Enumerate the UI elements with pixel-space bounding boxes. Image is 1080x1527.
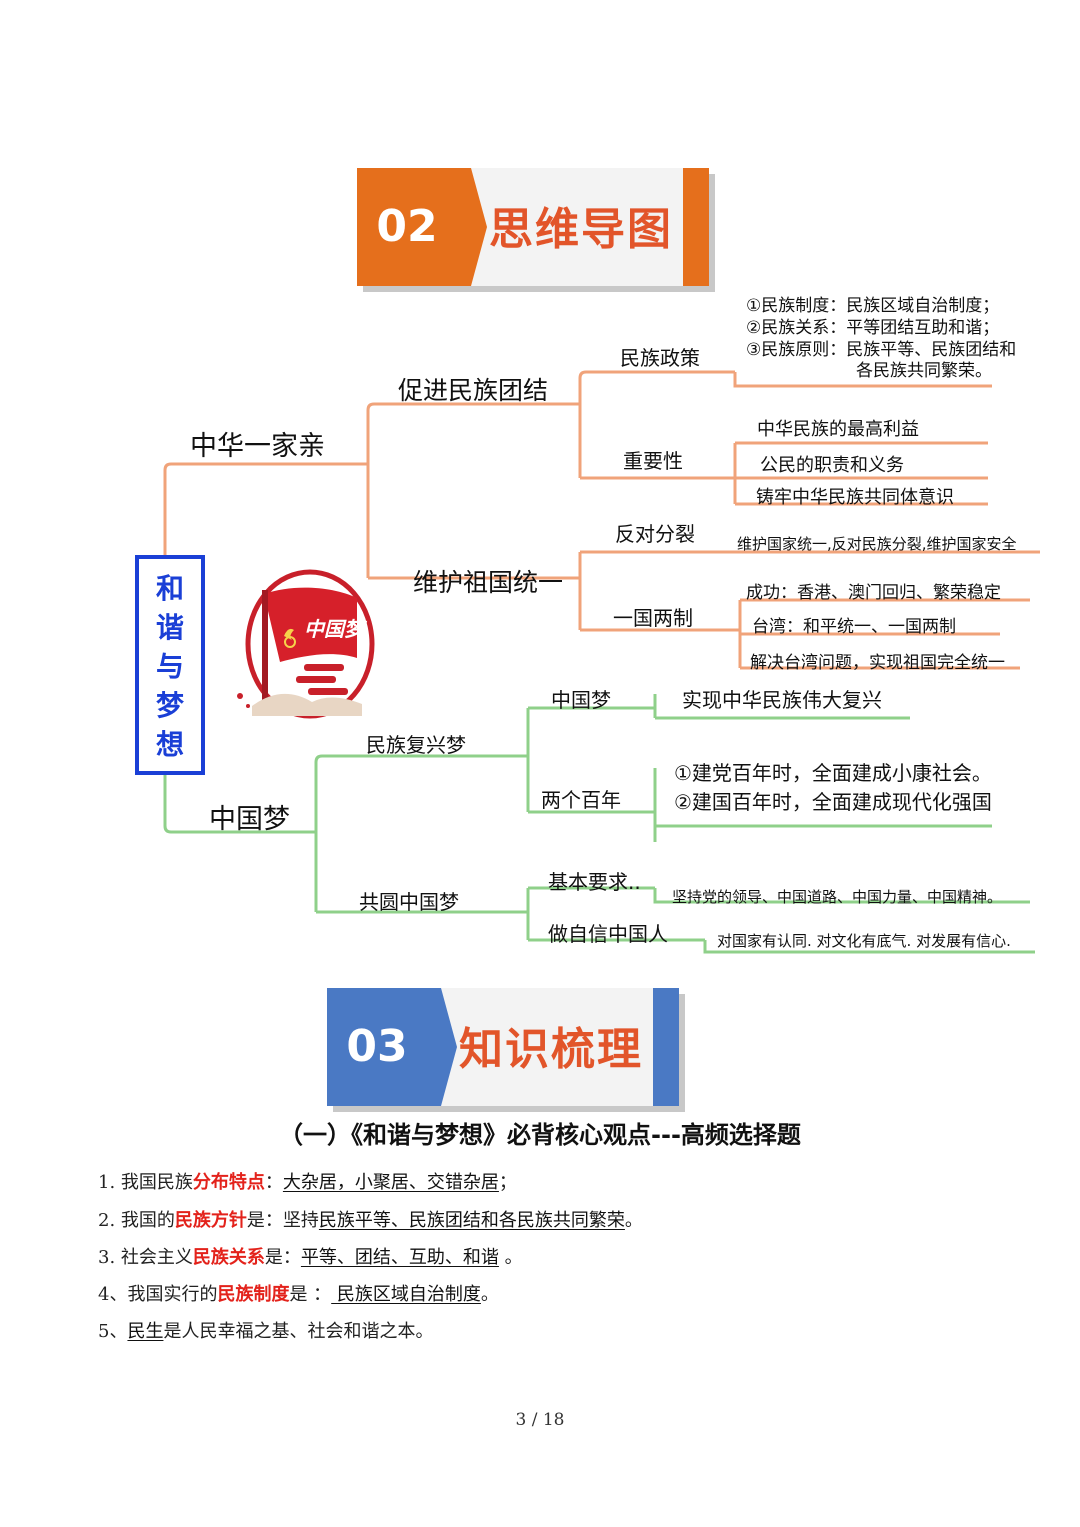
confident-text: 对国家有认同. 对文化有底气. 对发展有信心.	[717, 930, 1011, 951]
knowledge-heading: （一）《和谐与梦想》必背核心观点---高频选择题	[0, 1115, 1080, 1150]
section-title: 知识梳理	[459, 988, 643, 1106]
node-promote-unity: 促进民族团结	[398, 371, 548, 407]
oppose-text: 维护国家统一,反对民族分裂,维护国家安全	[737, 533, 1017, 554]
root-char: 梦	[139, 686, 201, 725]
importance-item-2: 公民的职责和义务	[760, 451, 904, 477]
branch-china-dream: 中国梦	[209, 797, 290, 836]
node-two-centenaries: 两个百年	[541, 784, 621, 813]
two-systems-item-1: 成功：香港、澳门回归、繁荣稳定	[746, 578, 1001, 603]
root-char: 想	[139, 725, 201, 764]
root-char: 谐	[139, 608, 201, 647]
knowledge-item: 3. 社会主义民族关系是：平等、团结、互助、和谐 。	[98, 1243, 523, 1269]
two-systems-item-2: 台湾：和平统一、一国两制	[752, 612, 956, 637]
node-safeguard-unification: 维护祖国统一	[413, 563, 563, 599]
centenary-item-2: ②建国百年时，全面建成现代化强国	[674, 786, 992, 815]
knowledge-item: 1. 我国民族分布特点：大杂居，小聚居、交错杂居；	[98, 1168, 517, 1194]
importance-item-1: 中华民族的最高利益	[757, 415, 919, 441]
page-number: 3 / 18	[0, 1410, 1080, 1430]
section-banner-knowledge: 03 知识梳理	[327, 988, 679, 1106]
section-number: 03	[327, 988, 427, 1106]
root-char: 和	[139, 569, 201, 608]
root-char: 与	[139, 647, 201, 686]
node-rejuvenation-dream: 民族复兴梦	[366, 729, 466, 758]
svg-text:中国梦: 中国梦	[304, 617, 368, 641]
node-confident-chinese: 做自信中国人	[548, 918, 668, 947]
branch-chinese-family: 中华一家亲	[190, 424, 325, 463]
node-share-dream: 共圆中国梦	[359, 886, 459, 915]
dream-text: 实现中华民族伟大复兴	[682, 684, 882, 713]
importance-item-3: 铸牢中华民族共同体意识	[756, 483, 954, 509]
basic-requirement-text: 坚持党的领导、中国道路、中国力量、中国精神。	[672, 886, 1002, 907]
knowledge-item: 5、民生是人民幸福之基、社会和谐之本。	[98, 1317, 433, 1343]
mindmap-root: 和 谐 与 梦 想	[135, 555, 205, 775]
node-china-dream: 中国梦	[551, 684, 611, 713]
policy-line-4: 各民族共同繁荣。	[856, 356, 992, 381]
knowledge-item: 2. 我国的民族方针是：坚持民族平等、民族团结和各民族共同繁荣。	[98, 1206, 643, 1232]
node-oppose-separatism: 反对分裂	[615, 518, 695, 547]
node-basic-requirement: 基本要求..	[548, 866, 641, 895]
node-one-country-two-systems: 一国两制	[613, 602, 693, 631]
node-importance: 重要性	[623, 445, 683, 474]
knowledge-item: 4、我国实行的民族制度是 ： 民族区域自治制度。	[98, 1280, 499, 1306]
china-dream-emblem: 中国梦	[222, 566, 382, 726]
centenary-item-1: ①建党百年时，全面建成小康社会。	[674, 757, 992, 786]
two-systems-item-3: 解决台湾问题，实现祖国完全统一	[750, 648, 1005, 673]
node-ethnic-policy: 民族政策	[620, 342, 700, 371]
